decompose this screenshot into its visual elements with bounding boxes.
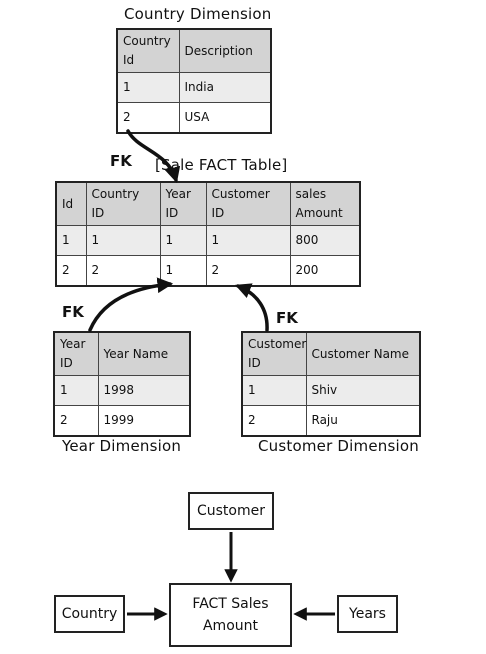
fk-label-year: FK [62, 303, 84, 321]
customer-id-header: Customer ID [241, 331, 307, 376]
years-box: Years [337, 595, 398, 633]
country-id-header: Country Id [116, 28, 180, 73]
sales-amount-header: sales Amount [289, 181, 361, 226]
cell: 1 [85, 225, 161, 256]
fk-label-customer: FK [276, 309, 298, 327]
customer-id-header: Customer ID [205, 181, 291, 226]
year-fk-arrow [88, 277, 174, 332]
cell: 2 [205, 255, 291, 286]
cell: 2 [241, 405, 307, 436]
customer-dimension-table: Customer ID Customer Name 1 Shiv 2 Raju [241, 331, 421, 437]
cell: 1 [159, 225, 207, 256]
cell: 1 [241, 375, 307, 406]
year-id-header: Year ID [159, 181, 207, 226]
fact-table: Id Country ID Year ID Customer ID sales … [55, 181, 361, 287]
customer-dimension-title: Customer Dimension [258, 437, 419, 455]
cell: Raju [305, 405, 421, 436]
table-row: 1 Shiv [241, 375, 421, 406]
cell: 2 [116, 102, 180, 133]
year-dimension-table: Year ID Year Name 1 1998 2 1999 [53, 331, 191, 437]
customer-box: Customer [188, 492, 274, 530]
cell: 1999 [97, 405, 191, 436]
country-fk-arrow [126, 129, 181, 184]
cell: USA [178, 102, 272, 133]
country-dimension-table: Country Id Description 1 India 2 USA [116, 28, 272, 134]
description-header: Description [178, 28, 272, 73]
table-row: 2 2 1 2 200 [55, 255, 361, 286]
cell: India [178, 72, 272, 103]
cell: 2 [85, 255, 161, 286]
cell: 1998 [97, 375, 191, 406]
table-row: 1 India [116, 72, 272, 103]
cell: Shiv [305, 375, 421, 406]
year-name-header: Year Name [97, 331, 191, 376]
cell: 2 [53, 405, 99, 436]
fact-sales-amount-box: FACT Sales Amount [169, 583, 292, 647]
cell: 200 [289, 255, 361, 286]
table-row: 1 1998 [53, 375, 191, 406]
id-header: Id [55, 181, 87, 226]
cell: 1 [116, 72, 180, 103]
country-box: Country [54, 595, 125, 633]
customer-name-header: Customer Name [305, 331, 421, 376]
year-id-header: Year ID [53, 331, 99, 376]
cell: 2 [55, 255, 87, 286]
table-row: 2 USA [116, 102, 272, 133]
table-row: 2 1999 [53, 405, 191, 436]
customer-fk-arrow [235, 283, 269, 332]
country-dimension-title: Country Dimension [124, 5, 272, 23]
country-id-header: Country ID [85, 181, 161, 226]
year-dimension-title: Year Dimension [62, 437, 182, 455]
cell: 1 [55, 225, 87, 256]
fact-table-title: [Sale FACT Table] [155, 156, 288, 174]
table-row: 2 Raju [241, 405, 421, 436]
fk-label-country: FK [110, 152, 132, 170]
